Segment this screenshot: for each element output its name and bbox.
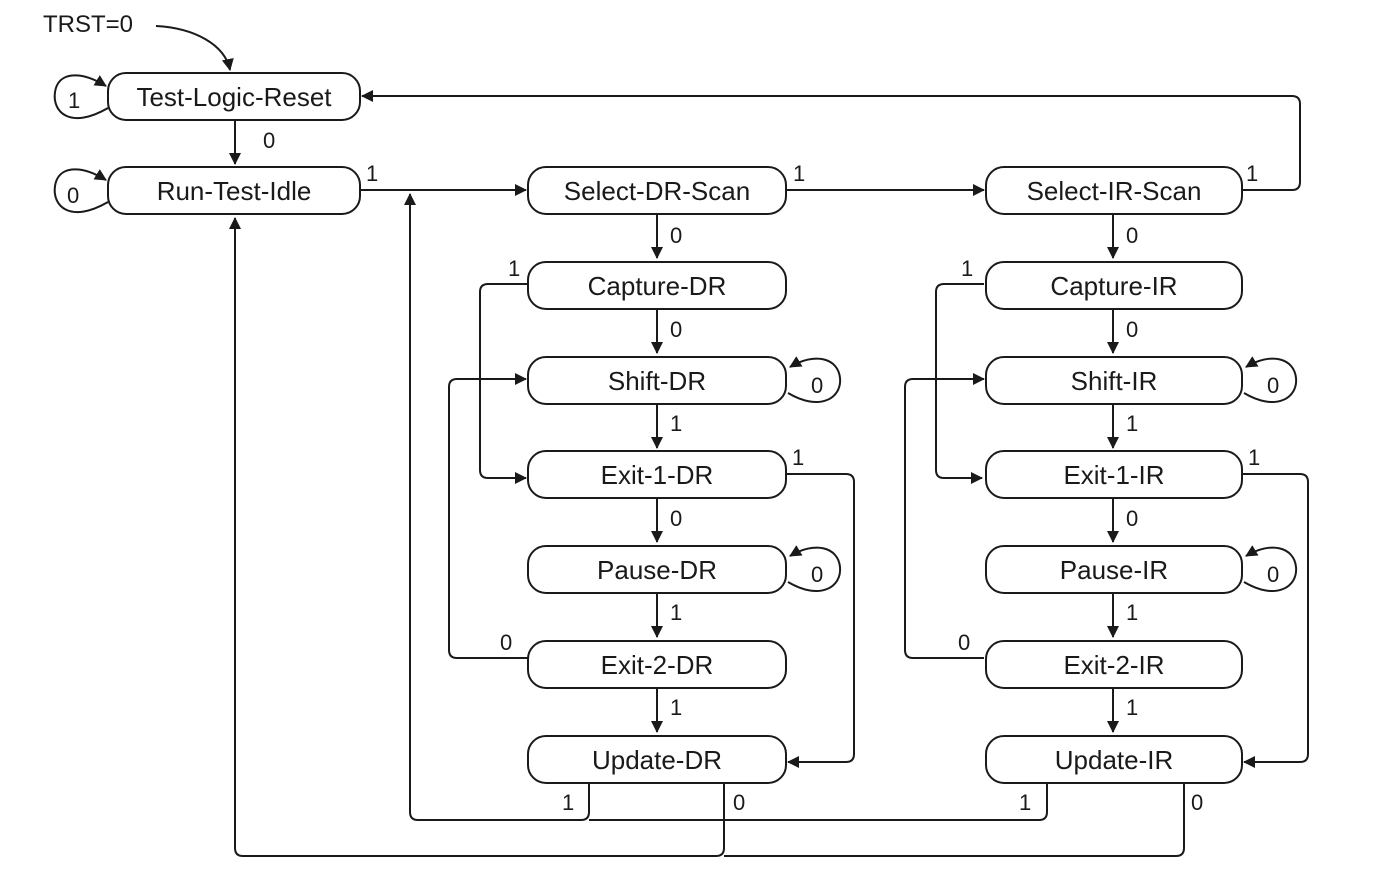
edge-shdr-self xyxy=(787,356,842,403)
edge-tlr-self xyxy=(53,74,109,120)
label-shdr-to-e1dr: 1 xyxy=(670,411,682,436)
label-tlr-self: 1 xyxy=(68,88,80,113)
edge-udr-to-rti xyxy=(229,217,725,857)
label-e2dr-to-shdr: 0 xyxy=(500,630,512,655)
label-shdr-self: 0 xyxy=(811,373,823,398)
label-e1ir-to-uir: 1 xyxy=(1248,445,1260,470)
state-label: Shift-IR xyxy=(1071,366,1158,396)
label-pdr-to-e2dr: 1 xyxy=(670,600,682,625)
edge-sir-to-tlr xyxy=(361,90,1301,191)
state-capture-ir: Capture-IR xyxy=(985,261,1243,310)
state-label: Update-DR xyxy=(592,745,722,775)
label-pir-self: 0 xyxy=(1267,562,1279,587)
label-sdr-to-cdr: 0 xyxy=(670,223,682,248)
state-label: Test-Logic-Reset xyxy=(136,82,332,112)
label-cir-to-shir: 0 xyxy=(1126,317,1138,342)
state-update-dr: Update-DR xyxy=(527,735,787,784)
state-exit-1-ir: Exit-1-IR xyxy=(985,450,1243,499)
label-udr-to-sdr: 1 xyxy=(562,790,574,815)
label-pdr-self: 0 xyxy=(811,562,823,587)
label-cdr-to-e1dr: 1 xyxy=(508,256,520,281)
state-label: Capture-IR xyxy=(1050,271,1177,301)
label-shir-to-e1ir: 1 xyxy=(1126,411,1138,436)
state-label: Exit-1-IR xyxy=(1063,460,1164,490)
label-sir-to-tlr: 1 xyxy=(1246,161,1258,186)
label-e2ir-to-shir: 0 xyxy=(958,630,970,655)
label-pir-to-e2ir: 1 xyxy=(1126,600,1138,625)
state-label: Pause-DR xyxy=(597,555,717,585)
label-e2dr-to-udr: 1 xyxy=(670,695,682,720)
state-run-test-idle: Run-Test-Idle xyxy=(107,166,361,215)
state-shift-dr: Shift-DR xyxy=(527,356,787,405)
edge-e1dr-to-udr xyxy=(786,473,855,768)
state-pause-ir: Pause-IR xyxy=(985,545,1243,594)
label-shir-self: 0 xyxy=(1267,373,1279,398)
label-uir-to-rti: 0 xyxy=(1191,790,1203,815)
label-rti-to-sdr: 1 xyxy=(366,161,378,186)
label-e2ir-to-uir: 1 xyxy=(1126,695,1138,720)
state-label: Select-IR-Scan xyxy=(1027,176,1202,206)
edge-shir-self xyxy=(1243,356,1298,403)
label-sdr-to-sir: 1 xyxy=(793,161,805,186)
edges xyxy=(53,25,1309,857)
edge-trst-to-tlr xyxy=(155,25,234,71)
label-rti-self: 0 xyxy=(67,183,79,208)
edge-rti-self xyxy=(53,168,109,214)
state-label: Exit-2-IR xyxy=(1063,650,1164,680)
state-exit-2-ir: Exit-2-IR xyxy=(985,640,1243,689)
label-cdr-to-shdr: 0 xyxy=(670,317,682,342)
state-shift-ir: Shift-IR xyxy=(985,356,1243,405)
state-label: Run-Test-Idle xyxy=(157,176,312,206)
edge-cir-to-e1ir xyxy=(935,283,984,484)
edge-e1ir-to-uir xyxy=(1242,473,1309,768)
label-cir-to-e1ir: 1 xyxy=(961,256,973,281)
state-pause-dr: Pause-DR xyxy=(527,545,787,594)
edge-e2dr-to-shdr xyxy=(448,373,528,659)
edge-e2ir-to-shir xyxy=(904,373,985,659)
edge-labels: TRST=0 1 0 0 1 1 1 0 0 1 0 1 1 0 0 1 0 1… xyxy=(43,11,1279,815)
edge-pir-self xyxy=(1243,545,1298,592)
edge-uir-to-rti xyxy=(724,783,1185,857)
state-select-dr-scan: Select-DR-Scan xyxy=(527,166,787,215)
edge-cdr-to-e1dr xyxy=(479,283,528,484)
state-label: Update-IR xyxy=(1055,745,1174,775)
edge-pdr-self xyxy=(787,545,842,592)
state-exit-2-dr: Exit-2-DR xyxy=(527,640,787,689)
state-label: Capture-DR xyxy=(588,271,727,301)
label-e1ir-to-pir: 0 xyxy=(1126,506,1138,531)
state-exit-1-dr: Exit-1-DR xyxy=(527,450,787,499)
trst-label: TRST=0 xyxy=(43,11,133,38)
label-e1dr-to-udr: 1 xyxy=(792,445,804,470)
label-sir-to-cir: 0 xyxy=(1126,223,1138,248)
label-e1dr-to-pdr: 0 xyxy=(670,506,682,531)
state-label: Shift-DR xyxy=(608,366,706,396)
state-label: Select-DR-Scan xyxy=(564,176,750,206)
label-uir-to-sdr: 1 xyxy=(1019,790,1031,815)
state-capture-dr: Capture-DR xyxy=(527,261,787,310)
label-tlr-to-rti: 0 xyxy=(263,128,275,153)
state-test-logic-reset: Test-Logic-Reset xyxy=(107,72,361,121)
edge-uir-to-sdr xyxy=(589,783,1048,821)
label-udr-to-rti: 0 xyxy=(733,790,745,815)
state-label: Exit-2-DR xyxy=(601,650,714,680)
state-update-ir: Update-IR xyxy=(985,735,1243,784)
state-label: Exit-1-DR xyxy=(601,460,714,490)
edge-udr-to-sdr xyxy=(404,193,590,821)
states: Test-Logic-Reset Run-Test-Idle Select-DR… xyxy=(107,72,1243,784)
state-select-ir-scan: Select-IR-Scan xyxy=(985,166,1243,215)
state-label: Pause-IR xyxy=(1060,555,1168,585)
